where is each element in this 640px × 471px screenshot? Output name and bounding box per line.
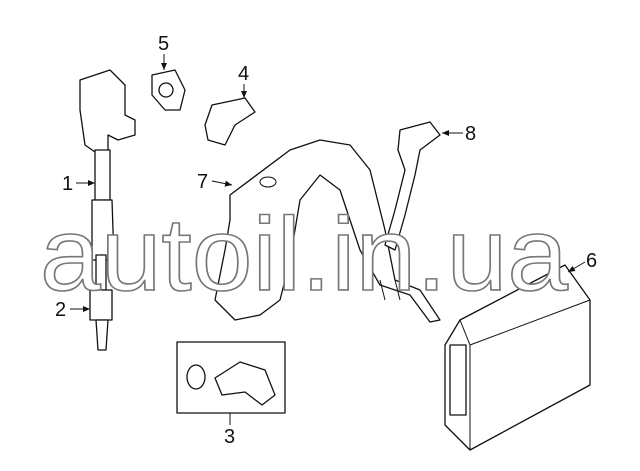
small-bracket	[384, 121, 441, 251]
callout-4: 4	[238, 63, 249, 98]
callout-1: 1	[62, 173, 95, 195]
knock-sensor	[151, 69, 186, 111]
callout-5: 5	[158, 33, 169, 70]
position-sensor	[204, 97, 256, 146]
svg-text:1: 1	[62, 173, 73, 195]
crank-sensor-kit	[176, 341, 286, 414]
svg-text:5: 5	[158, 33, 169, 55]
svg-text:4: 4	[238, 63, 249, 85]
svg-text:2: 2	[55, 299, 66, 321]
callout-3: 3	[224, 413, 235, 448]
svg-text:8: 8	[465, 123, 476, 145]
callout-2: 2	[55, 299, 90, 321]
callout-8: 8	[442, 123, 476, 145]
bracket	[214, 139, 441, 323]
svg-text:6: 6	[586, 250, 597, 272]
svg-text:7: 7	[197, 171, 208, 193]
callout-7: 7	[197, 171, 233, 193]
callout-6: 6	[567, 250, 597, 273]
spark-plug	[89, 254, 113, 351]
watermark: autoil.in.ua	[40, 197, 568, 313]
svg-text:3: 3	[224, 426, 235, 448]
